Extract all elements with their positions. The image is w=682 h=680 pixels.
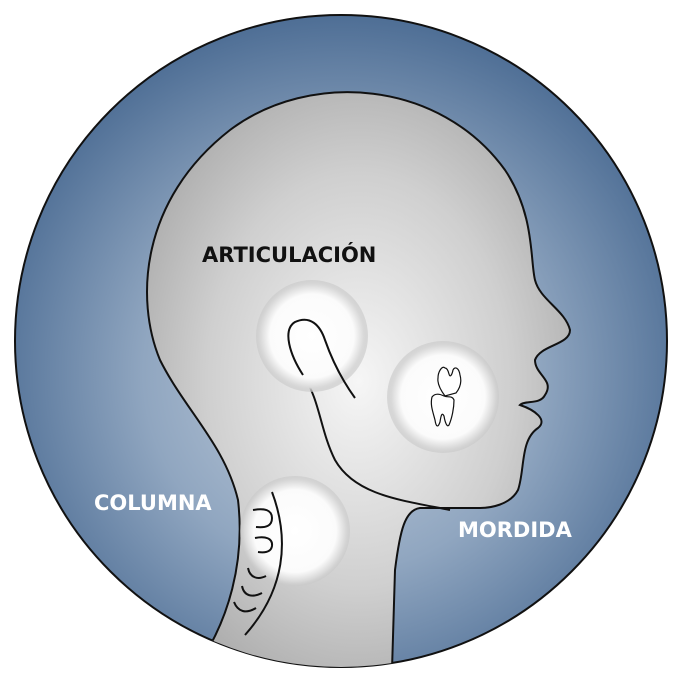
jaw-line [302,374,451,511]
spine-bubble [240,476,350,586]
spine-icon [233,491,283,636]
jaw-joint-icon [287,318,356,399]
columna-label: COLUMNA [94,491,212,515]
articulacion-label: ARTICULACIÓN [202,243,377,267]
mordida-label: MORDIDA [458,518,572,542]
teeth-icon [430,366,462,427]
joint-bubble [256,280,368,392]
